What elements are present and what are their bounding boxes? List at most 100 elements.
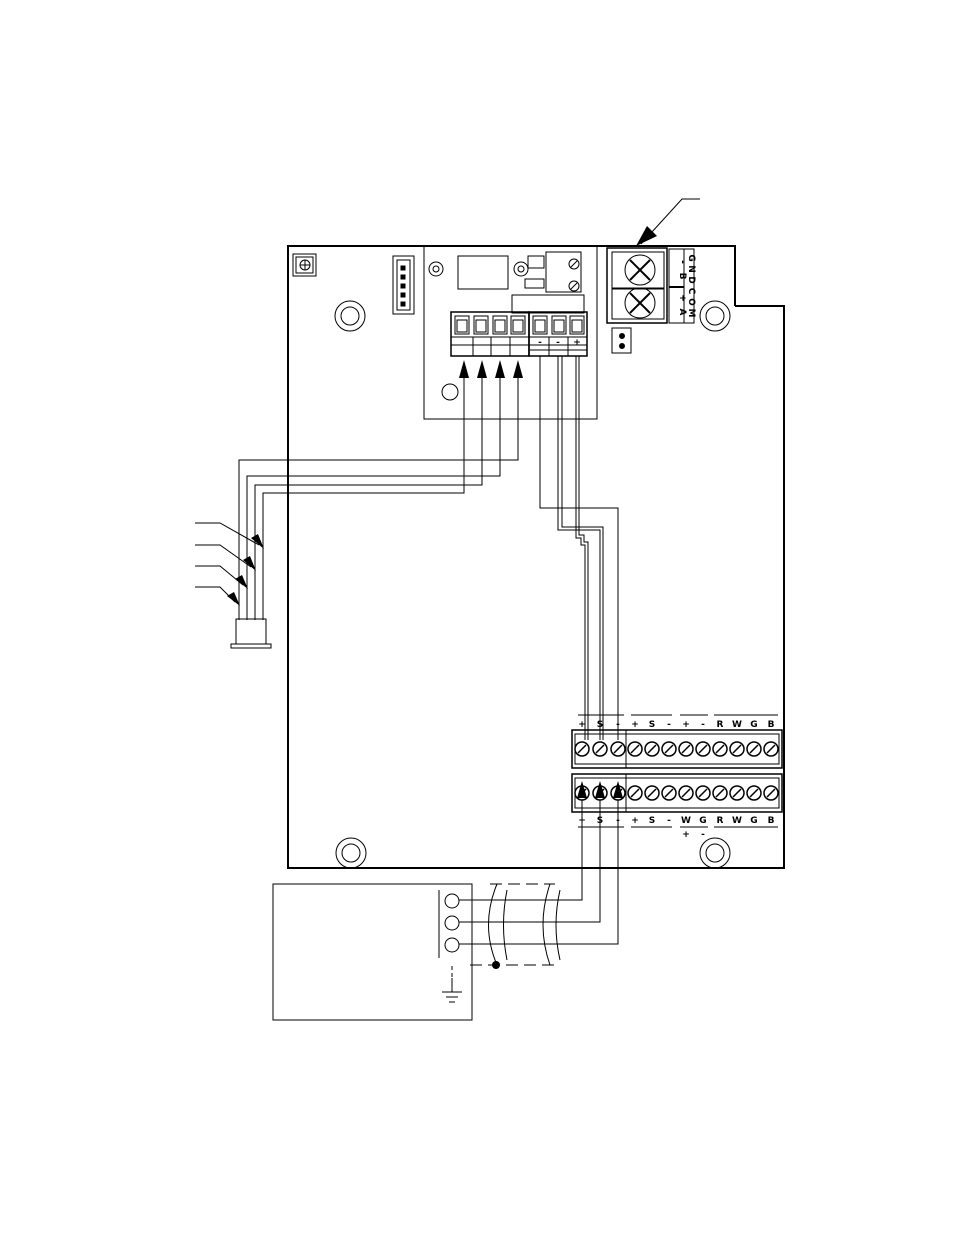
terminal-label: S <box>649 816 655 826</box>
label-bars <box>578 714 778 828</box>
mini-label-0: - <box>538 338 542 348</box>
pin-header <box>392 255 415 315</box>
power-wires <box>539 356 619 740</box>
terminal-label: - <box>616 816 620 826</box>
screw-slot <box>698 744 708 754</box>
screw-slot <box>647 744 657 754</box>
bottom-sub-labels: + - <box>682 830 705 840</box>
signal-wires <box>238 378 519 620</box>
screw-slot <box>664 788 674 798</box>
field-device <box>272 883 473 1021</box>
screw-slot <box>577 744 587 754</box>
screw-slot <box>613 744 623 754</box>
screw-terminal-icon <box>746 785 762 801</box>
modbus-right-label: C <box>686 288 696 295</box>
terminal-label: W <box>732 816 742 826</box>
terminal-label: S <box>597 816 603 826</box>
modbus-labels: - B + A <box>677 260 687 315</box>
screw-terminal-icon <box>678 741 694 757</box>
screw-terminal-icon <box>678 785 694 801</box>
screw-terminal-icon <box>712 741 728 757</box>
terminal-label: + <box>578 720 586 730</box>
mounting-hole-top-left <box>334 300 366 332</box>
screw-slot <box>766 788 776 798</box>
terminal-label: + <box>682 720 690 730</box>
modbus-label-0: - <box>677 260 687 264</box>
mounting-hole-bottom-right <box>699 837 731 869</box>
modbus-label-2: + <box>677 294 687 302</box>
terminal-label: S <box>597 720 603 730</box>
screw-slot <box>766 744 776 754</box>
modbus-right-label: N <box>686 265 696 273</box>
terminal-label: - <box>701 720 705 730</box>
screw-terminal-icon <box>661 785 677 801</box>
screw-slot <box>681 744 691 754</box>
screw-slot <box>630 744 640 754</box>
modbus-label-1: B <box>677 273 687 280</box>
ground-icon <box>442 978 462 1003</box>
terminal-label: B <box>768 720 775 730</box>
terminal-screws-top <box>574 741 779 757</box>
terminal-label: G <box>750 816 757 826</box>
arrow-icon <box>227 226 657 798</box>
terminal-label: B <box>768 816 775 826</box>
mini-label-1: - <box>556 338 560 348</box>
mounting-hole-top-right <box>699 300 731 332</box>
screw-slot <box>681 788 691 798</box>
terminal-label: G <box>699 816 706 826</box>
modbus-right-label: G <box>686 254 696 261</box>
sub-label-plus: + <box>682 830 690 840</box>
screw-slot <box>732 744 742 754</box>
main-board <box>287 245 785 869</box>
screw-terminal-icon <box>661 741 677 757</box>
screw-slot <box>732 788 742 798</box>
screw-slot <box>630 788 640 798</box>
terminal-label: + <box>631 816 639 826</box>
screw-terminal-icon <box>644 785 660 801</box>
sub-label-minus: - <box>701 830 705 840</box>
terminal-label: + <box>631 720 639 730</box>
terminal-label: G <box>750 720 757 730</box>
mini-label-2: + <box>573 338 581 348</box>
terminal-label: W <box>732 720 742 730</box>
modbus-right-label: D <box>686 276 696 283</box>
screw-terminal-icon <box>729 785 745 801</box>
modbus-right-label: O <box>686 298 696 306</box>
mini-connector-labels: - - + <box>538 338 581 348</box>
crosshair-component <box>292 253 317 277</box>
terminal-label: R <box>717 816 724 826</box>
screw-terminal-icon <box>627 741 643 757</box>
screw-slot <box>749 788 759 798</box>
shielded-cable <box>470 883 561 969</box>
terminal-label: S <box>649 720 655 730</box>
screw-terminal-icon <box>644 741 660 757</box>
screw-terminal-icon <box>746 741 762 757</box>
screw-slot <box>647 788 657 798</box>
screw-terminal-icon <box>627 785 643 801</box>
screw-terminal-icon <box>763 785 779 801</box>
terminal-label: - <box>667 720 671 730</box>
modbus-terminal <box>606 247 695 324</box>
screw-slot <box>715 744 725 754</box>
screw-terminal-icon <box>763 741 779 757</box>
terminal-label: + <box>578 816 586 826</box>
terminal-label: R <box>717 720 724 730</box>
terminal-screws-bottom <box>574 785 779 801</box>
screw-slot <box>595 744 605 754</box>
modbus-right-label: M <box>686 309 696 318</box>
screw-slot <box>715 788 725 798</box>
screw-slot <box>749 744 759 754</box>
module-terminal-block <box>450 311 588 357</box>
screw-terminal-icon <box>712 785 728 801</box>
mounting-hole-bottom-left <box>335 837 367 869</box>
terminal-label: - <box>667 816 671 826</box>
terminal-label: - <box>616 720 620 730</box>
screw-slot <box>698 788 708 798</box>
screw-terminal-icon <box>695 741 711 757</box>
modbus-pointer <box>640 198 700 245</box>
modbus-label-3: A <box>677 309 687 316</box>
